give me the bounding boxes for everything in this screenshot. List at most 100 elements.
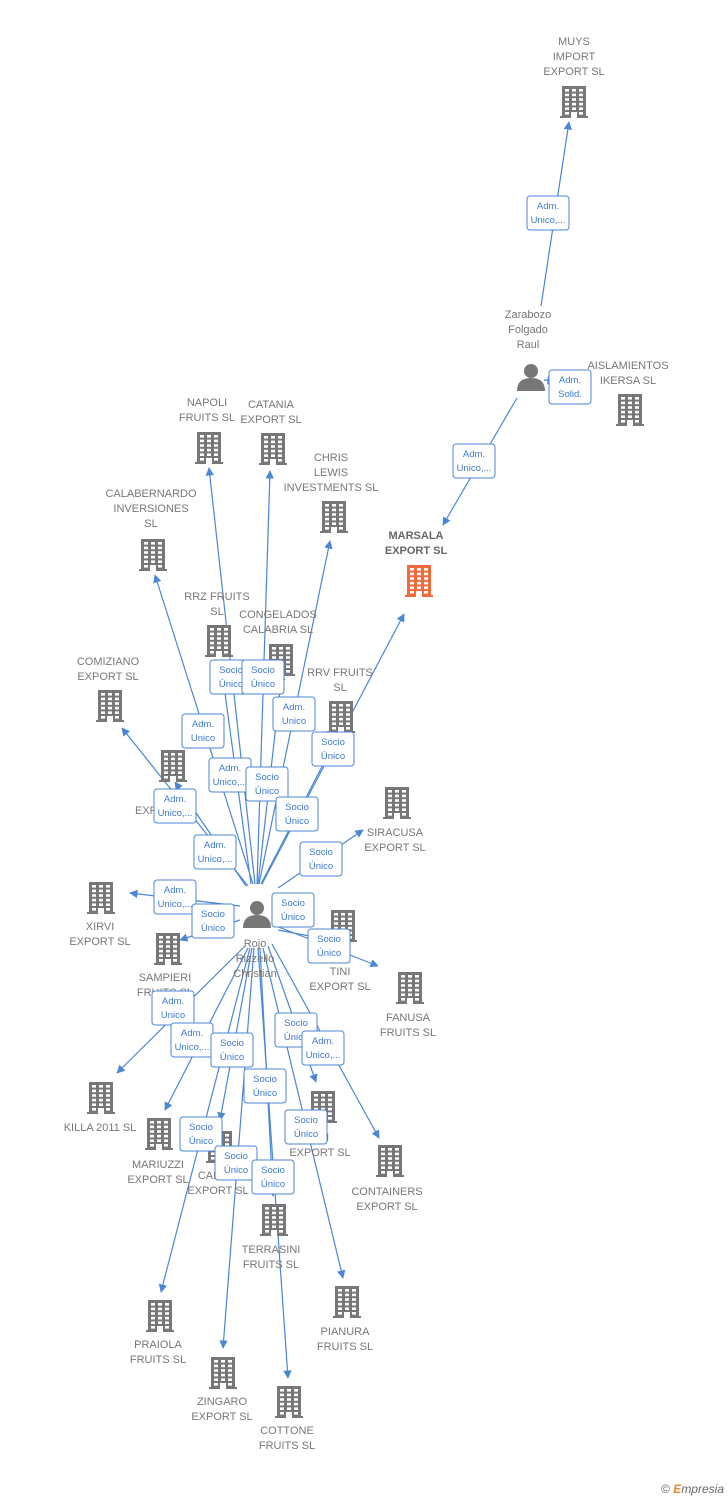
catania-label-line: CATANIA <box>248 399 295 411</box>
killa-building-icon[interactable] <box>87 1082 115 1114</box>
exp_left-building-icon[interactable] <box>159 750 187 782</box>
muys-label-line: IMPORT <box>553 51 596 63</box>
edge-label-text: Adm. <box>219 763 241 774</box>
edge-label-text: Socio <box>281 898 305 909</box>
comiziano-label-line: EXPORT SL <box>77 671 138 683</box>
edge-label-rojo-to-rrz[interactable]: Adm. Unico,... <box>208 757 252 793</box>
pianura-building-icon[interactable] <box>333 1286 361 1318</box>
edge-label-rojo-to-containers[interactable]: Adm.Unico,... <box>301 1030 345 1066</box>
rojo-person-icon[interactable] <box>243 901 271 928</box>
siracusa-building-icon[interactable] <box>383 787 411 819</box>
terrasini-building-icon[interactable] <box>260 1204 288 1236</box>
empresia-logo[interactable]: Empresia <box>673 1482 724 1496</box>
edge-label-text: Unico,... <box>158 899 193 910</box>
edge-label-text: Único <box>309 861 333 872</box>
edge-label-text: Adm. <box>283 702 305 713</box>
edge-label-text: Socio <box>255 772 279 783</box>
edge-label-rojo-to-killa[interactable]: Adm.Unico <box>151 990 195 1026</box>
edge-label-text: Socio <box>317 934 341 945</box>
edge-label-text: Socio <box>220 1038 244 1049</box>
containers-building-icon[interactable] <box>376 1145 404 1177</box>
edge-label-rojo-to-chris[interactable]: Adm.Unico <box>272 696 316 732</box>
terrasini-label-line: TERRASINI <box>242 1244 301 1256</box>
campo-label-line: EXPORT SL <box>187 1185 248 1197</box>
marsala-building-icon[interactable] <box>405 565 433 597</box>
killa-label-line: KILLA 2011 SL <box>64 1122 137 1134</box>
edge-label-text: Adm. <box>559 375 581 386</box>
cottone-building-icon[interactable] <box>275 1386 303 1418</box>
edge-label-text: Único <box>219 679 243 690</box>
edge-label-zarabozo-to-aislamientos[interactable]: Adm. Solid. <box>548 369 592 405</box>
zarabozo-label-line: Raul <box>517 339 540 351</box>
chris-label-line: LEWIS <box>314 467 348 479</box>
sampieri-building-icon[interactable] <box>154 933 182 965</box>
edge-label-text: Único <box>281 912 305 923</box>
costantini-label-line: EXPORT SL <box>309 981 370 993</box>
napoli-building-icon[interactable] <box>195 432 223 464</box>
edge-label-text: Unico,... <box>213 777 248 788</box>
ani-label-line: EXPORT SL <box>289 1147 350 1159</box>
fanusa-building-icon[interactable] <box>396 972 424 1004</box>
rrv-label-line: SL <box>333 682 346 694</box>
edge-label-rojo-to-calabernardo[interactable]: Adm.Unico <box>181 713 225 749</box>
edge-label-text: Socio <box>321 737 345 748</box>
mariuzzi-building-icon[interactable] <box>145 1118 173 1150</box>
zingaro-building-icon[interactable] <box>209 1357 237 1389</box>
rrv-building-icon[interactable] <box>327 701 355 733</box>
edge-label-text: Adm. <box>463 449 485 460</box>
fanusa-label-line: FRUITS SL <box>380 1027 436 1039</box>
edge-label-text: Socio <box>309 847 333 858</box>
edge-label-text: Socio <box>285 802 309 813</box>
praiola-building-icon[interactable] <box>146 1300 174 1332</box>
rojo-label-line: Rizzello <box>236 953 275 965</box>
xirvi-building-icon[interactable] <box>87 882 115 914</box>
edge-label-rojo-to-comiziano[interactable]: Adm.Unico,... <box>153 788 197 824</box>
zarabozo-person-icon[interactable] <box>517 364 545 391</box>
catania-building-icon[interactable] <box>259 433 287 465</box>
edge-label-text: Adm. <box>164 885 186 896</box>
edge-label-text: Único <box>255 786 279 797</box>
muys-building-icon[interactable] <box>560 86 588 118</box>
edge-label-zarabozo-to-muys[interactable]: Adm.Unico,... <box>526 195 570 231</box>
edge-label-text: Adm. <box>537 201 559 212</box>
calabernardo-building-icon[interactable] <box>139 539 167 571</box>
comiziano-building-icon[interactable] <box>96 690 124 722</box>
rrz-building-icon[interactable] <box>205 625 233 657</box>
edge-label-text: Socio <box>219 665 243 676</box>
cottone-label-line: COTTONE <box>260 1425 314 1437</box>
rojo-label-line: Christian <box>233 968 276 980</box>
edge-label-text: Socio <box>189 1122 213 1133</box>
rrz-label-line: RRZ FRUITS <box>184 591 249 603</box>
edge-label-text: Único <box>261 1179 285 1190</box>
copyright-symbol: © <box>661 1482 670 1496</box>
aislamientos-building-icon[interactable] <box>616 394 644 426</box>
edge-label-text: Solid. <box>558 389 582 400</box>
edge-label-zarabozo-to-marsala[interactable]: Adm.Unico,... <box>452 443 496 479</box>
chris-building-icon[interactable] <box>320 501 348 533</box>
edge-label-rojo-to-exp_left[interactable]: Adm.Unico,... <box>193 834 237 870</box>
mariuzzi-label-line: EXPORT SL <box>127 1174 188 1186</box>
terrasini-label-line: FRUITS SL <box>243 1259 299 1271</box>
edge-label-rojo-to-xirvi[interactable]: Adm. Unico,... <box>153 879 197 915</box>
edge-label-rojo-to-mariuzzi[interactable]: Adm.Unico,... <box>170 1022 214 1058</box>
calabernardo-label-line: SL <box>144 518 157 530</box>
exp_left-label-line: EXP <box>135 805 157 817</box>
edge-label-text: Socio <box>261 1165 285 1176</box>
containers-label-line: EXPORT SL <box>356 1201 417 1213</box>
